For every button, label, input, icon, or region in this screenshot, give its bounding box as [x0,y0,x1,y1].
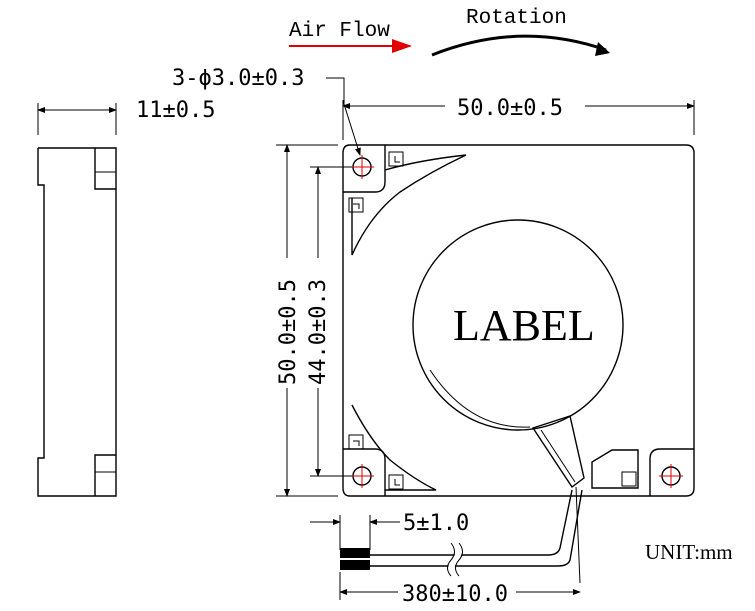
thickness-dimension: 11±0.5 [136,98,215,123]
rotation-arrow [431,34,607,57]
strip-length-dimension: 5±1.0 [403,511,469,536]
hole-spec-label: 3-ϕ3.0±0.3 [172,66,304,91]
mounting-hole-top-left [350,155,374,179]
side-view [37,147,117,497]
rotation-label: Rotation [466,7,567,30]
label-text: LABEL [453,301,595,350]
mounting-hole-bottom-right [659,464,683,488]
cable-length-dimension: 380±10.0 [402,582,508,607]
hole-pitch-dimension: 44.0±0.3 [306,279,331,385]
front-view [342,144,695,497]
cable [340,486,583,584]
height-dimension: 50.0±0.5 [276,279,301,385]
mounting-hole-bottom-left [350,464,374,488]
unit-label: UNIT:mm [645,540,733,564]
width-dimension: 50.0±0.5 [457,96,563,121]
air-flow-label: Air Flow [289,20,390,43]
